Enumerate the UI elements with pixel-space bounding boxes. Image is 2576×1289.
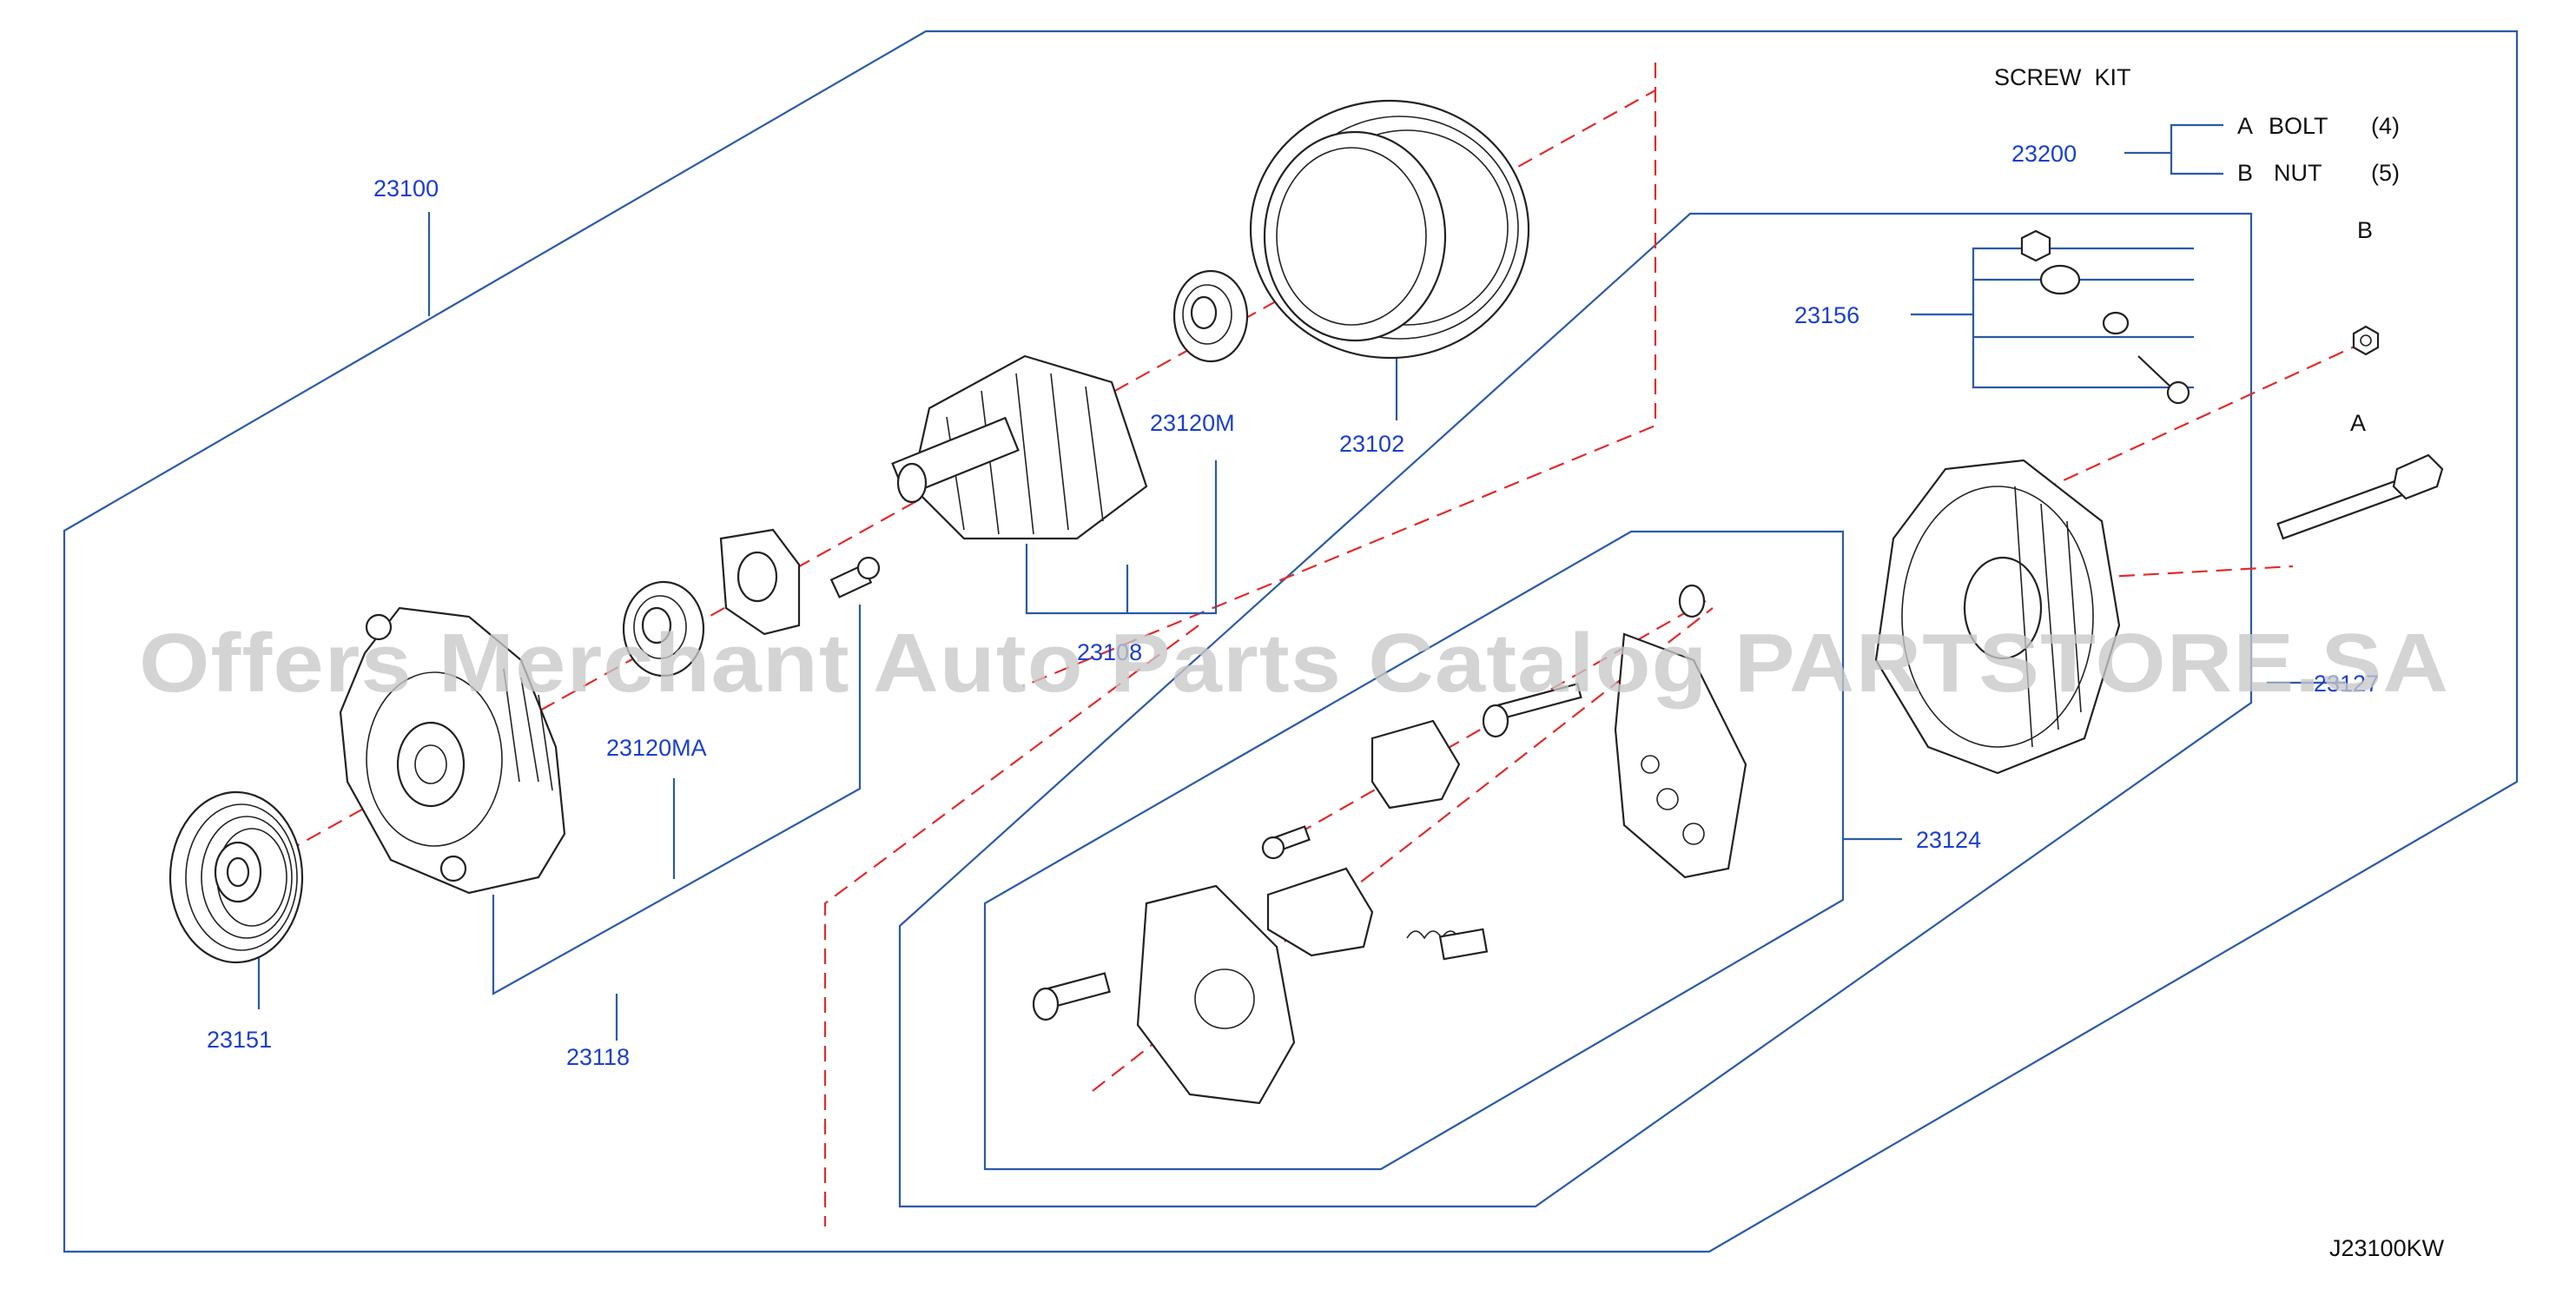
label-23200[interactable]: 23200 bbox=[2011, 141, 2077, 167]
label-23120ma[interactable]: 23120MA bbox=[606, 735, 707, 761]
screw-kit-nut-letter: B bbox=[2237, 160, 2253, 186]
label-23100[interactable]: 23100 bbox=[373, 175, 439, 202]
screw-kit-nut-name: NUT bbox=[2274, 160, 2322, 186]
rear-housing bbox=[1874, 459, 2121, 775]
retainer-plate bbox=[719, 528, 801, 636]
through-bolt bbox=[2276, 453, 2444, 540]
terminal-set bbox=[2020, 229, 2190, 405]
nut-axis bbox=[1997, 340, 2368, 512]
cover-screw bbox=[1032, 972, 1111, 1021]
callout-nut-b: B bbox=[2357, 217, 2373, 243]
label-23120m[interactable]: 23120M bbox=[1150, 410, 1235, 436]
brush-spring bbox=[1406, 928, 1489, 961]
label-23151[interactable]: 23151 bbox=[207, 1027, 272, 1053]
front-housing bbox=[339, 606, 566, 895]
diagram-code: J23100KW bbox=[2329, 1235, 2445, 1261]
label-23156[interactable]: 23156 bbox=[1794, 302, 1859, 328]
rectifier-plate bbox=[1614, 632, 1747, 879]
label-23124[interactable]: 23124 bbox=[1916, 827, 1981, 853]
inner-frame bbox=[898, 212, 2253, 1208]
bolt-axis bbox=[2045, 565, 2294, 582]
regulator-frame bbox=[983, 530, 1845, 1171]
brush-holder bbox=[1266, 867, 1374, 957]
retainer-screw bbox=[829, 556, 881, 598]
rear-dash-frame bbox=[823, 625, 1199, 1226]
screw-kit-title: SCREW KIT bbox=[1994, 64, 2131, 90]
rotor bbox=[891, 354, 1148, 540]
pulley bbox=[168, 790, 304, 964]
nut bbox=[2352, 325, 2380, 356]
callout-bolt-a: A bbox=[2350, 410, 2366, 436]
label-23108[interactable]: 23108 bbox=[1077, 639, 1142, 665]
bearing-ma bbox=[622, 580, 705, 678]
small-screw bbox=[1261, 825, 1311, 860]
label-23102[interactable]: 23102 bbox=[1339, 431, 1404, 457]
screw-kit-bolt-name: BOLT bbox=[2269, 113, 2328, 139]
label-23127[interactable]: 23127 bbox=[2314, 671, 2379, 697]
bushing bbox=[1678, 584, 1706, 618]
watermark: Offers Merchant Auto Parts Catalog PARTS… bbox=[139, 617, 2449, 710]
bearing-m bbox=[1172, 269, 1249, 363]
screw-kit-bolt-letter: A bbox=[2237, 113, 2253, 139]
screw-kit-nut-qty: (5) bbox=[2371, 160, 2400, 186]
connector-block bbox=[1371, 719, 1461, 810]
assembly-frame bbox=[63, 30, 2519, 1253]
screw-kit-bolt-qty: (4) bbox=[2371, 113, 2400, 139]
long-screw bbox=[1482, 682, 1582, 738]
label-23118[interactable]: 23118 bbox=[566, 1044, 630, 1070]
stator bbox=[1249, 99, 1530, 360]
rear-cover bbox=[1136, 884, 1296, 1105]
